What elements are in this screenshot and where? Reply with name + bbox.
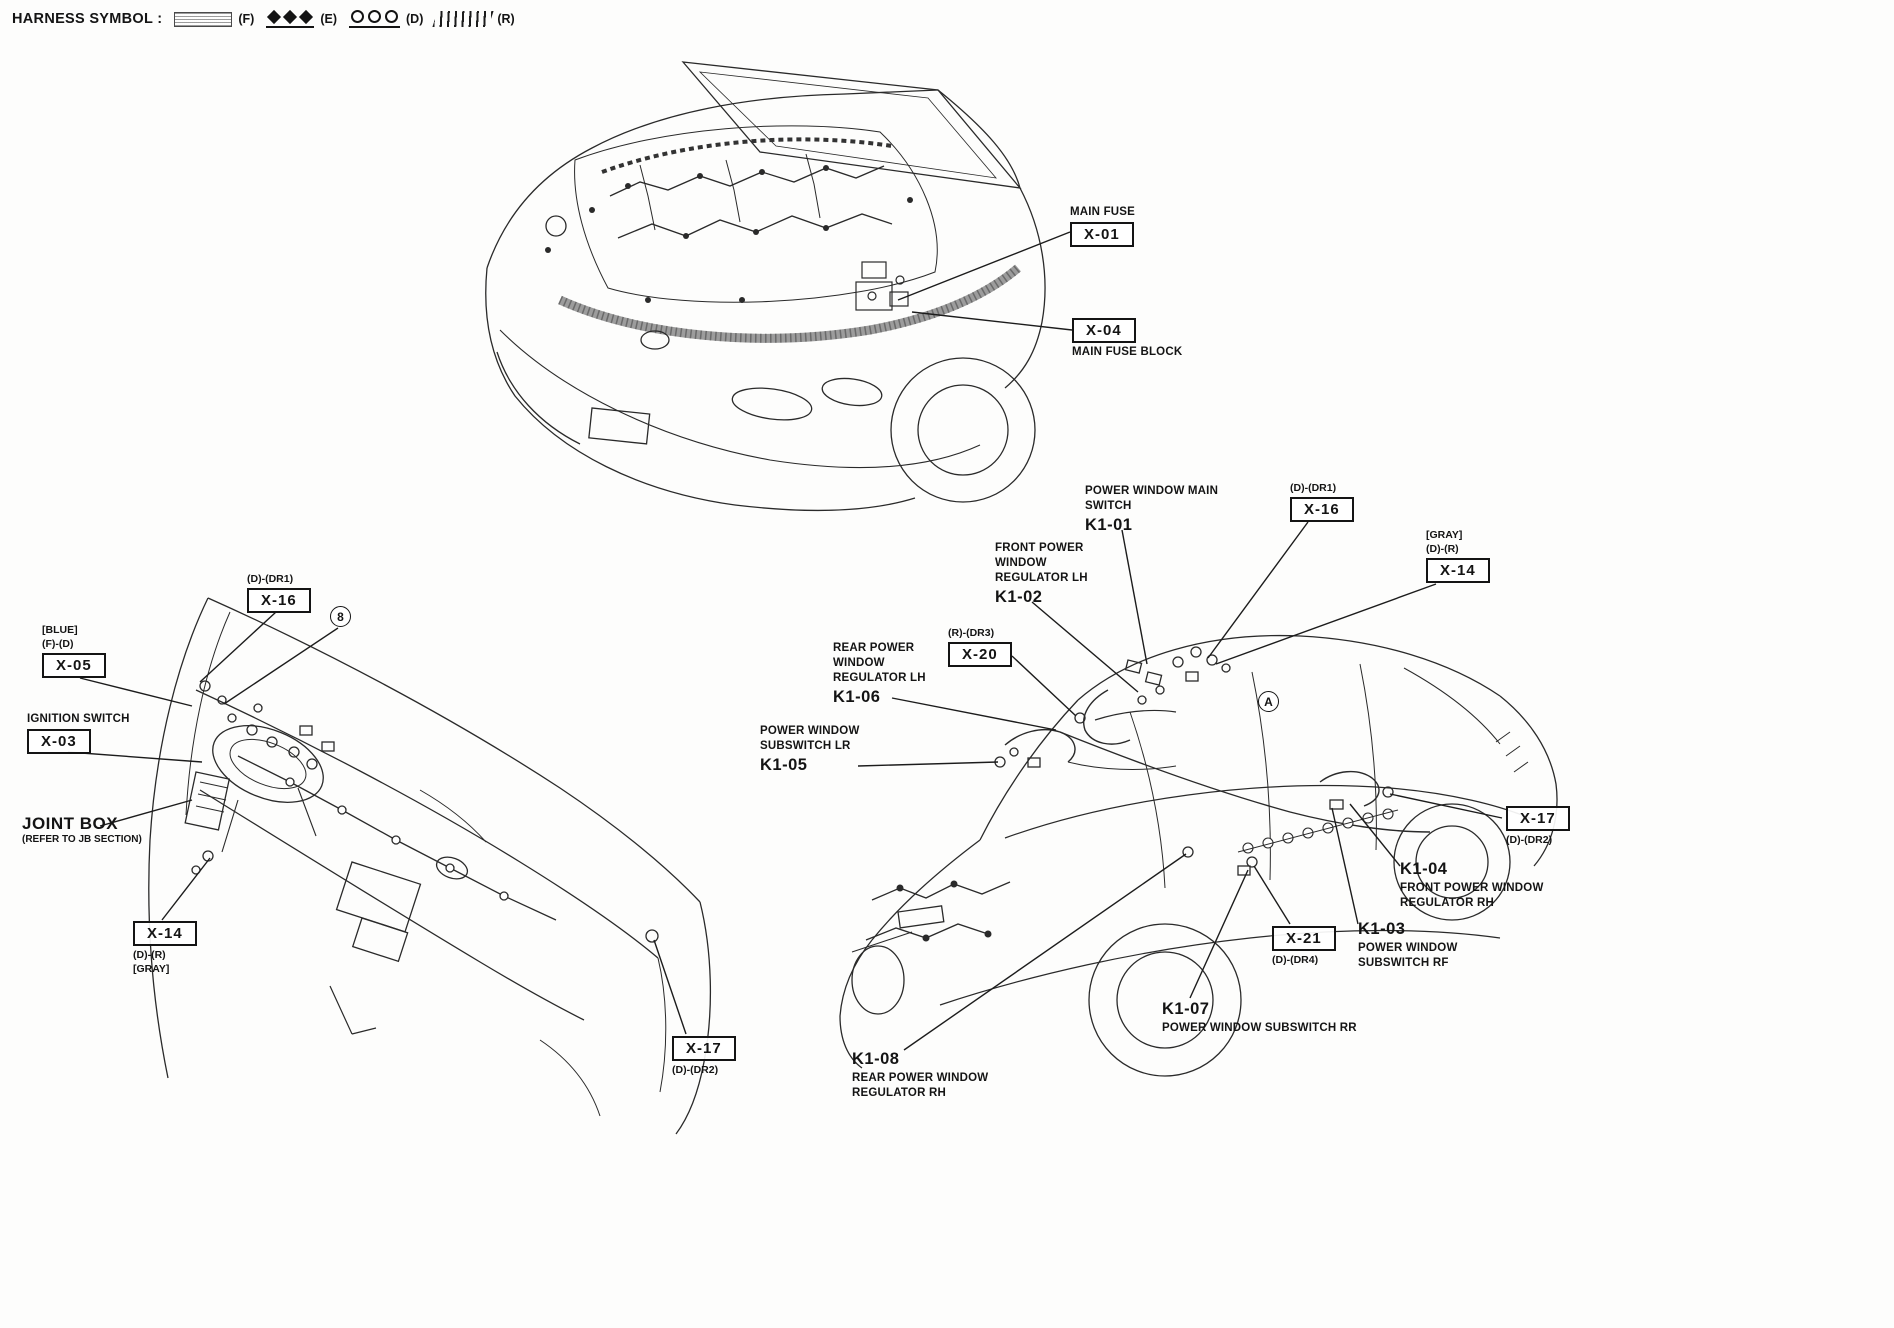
section-mark-circle: 8 xyxy=(330,606,351,627)
section-mark-circle-a: A xyxy=(1258,691,1279,712)
body-x14-note: [GRAY] (D)-(R) xyxy=(1426,529,1463,556)
harness-pattern-d-icon xyxy=(349,10,400,28)
callout-k1-02: FRONT POWER WINDOW REGULATOR LH K1-02 xyxy=(995,541,1088,609)
harness-pattern-f-icon xyxy=(174,11,233,27)
connector-code-x14-dash: X-14 xyxy=(133,921,197,946)
dash-x16-note: (D)-(DR1) xyxy=(247,573,294,585)
k1-07-caption: POWER WINDOW SUBSWITCH RR xyxy=(1162,1022,1357,1034)
legend-item-d: (D) xyxy=(349,10,423,28)
legend-label-r: (R) xyxy=(497,12,515,26)
callout-dash-x17: X-17 (D)-(DR2) xyxy=(672,1034,736,1077)
legend-title: HARNESS SYMBOL : xyxy=(12,11,163,27)
engine-bay-drawing xyxy=(485,61,1046,512)
k1-05-code: K1-05 xyxy=(760,755,808,774)
callout-k1-07: K1-07 POWER WINDOW SUBSWITCH RR xyxy=(1162,998,1357,1036)
k1-07-code: K1-07 xyxy=(1162,1000,1210,1018)
callout-joint-box: JOINT BOX (REFER TO JB SECTION) xyxy=(22,814,142,845)
callout-x05: [BLUE] (F)-(D) X-05 xyxy=(42,623,106,680)
k1-01-caption: POWER WINDOW MAIN SWITCH xyxy=(1085,485,1219,512)
x20-note: (R)-(DR3) xyxy=(948,627,995,639)
legend-item-f: (F) xyxy=(174,11,255,27)
callout-dash-x16: (D)-(DR1) X-16 xyxy=(247,572,311,615)
k1-02-caption: FRONT POWER WINDOW REGULATOR LH xyxy=(995,542,1088,584)
k1-08-caption: REAR POWER WINDOW REGULATOR RH xyxy=(852,1072,989,1099)
callout-dash-x14: X-14 (D)-(R) [GRAY] xyxy=(133,919,197,976)
connector-code-x14-body: X-14 xyxy=(1426,558,1490,584)
callout-main-fuse: MAIN FUSE X-01 xyxy=(1070,205,1135,249)
callout-k1-04: K1-04 FRONT POWER WINDOW REGULATOR RH xyxy=(1400,858,1544,911)
main-fuse-caption: MAIN FUSE xyxy=(1070,206,1136,218)
k1-06-code: K1-06 xyxy=(833,687,881,706)
dash-x17-note: (D)-(DR2) xyxy=(672,1064,719,1076)
joint-box-title: JOINT BOX xyxy=(22,814,119,833)
k1-03-code: K1-03 xyxy=(1358,920,1406,938)
callout-k1-05: POWER WINDOW SUBSWITCH LR K1-05 xyxy=(760,724,860,777)
callout-k1-03: K1-03 POWER WINDOW SUBSWITCH RF xyxy=(1358,918,1458,971)
dashboard-drawing xyxy=(148,597,712,1135)
callout-body-section-mark: A xyxy=(1258,691,1279,712)
k1-03-caption: POWER WINDOW SUBSWITCH RF xyxy=(1358,942,1458,969)
connector-code-x03: X-03 xyxy=(27,728,91,754)
legend-item-r: (R) xyxy=(432,11,515,27)
body-x17-note: (D)-(DR2) xyxy=(1506,834,1553,846)
joint-box-subtitle: (REFER TO JB SECTION) xyxy=(22,834,142,845)
k1-08-code: K1-08 xyxy=(852,1050,900,1068)
k1-02-code: K1-02 xyxy=(995,587,1043,606)
legend-label-e: (E) xyxy=(320,12,337,26)
body-x16-note: (D)-(DR1) xyxy=(1290,482,1337,494)
connector-code-x20: X-20 xyxy=(948,642,1012,668)
callout-k1-06: REAR POWER WINDOW REGULATOR LH K1-06 xyxy=(833,641,926,709)
leader-lines xyxy=(67,231,1503,1051)
connector-code-x16-dash: X-16 xyxy=(247,588,311,614)
callout-k1-01: POWER WINDOW MAIN SWITCH K1-01 xyxy=(1085,484,1218,537)
connector-code-x01: X-01 xyxy=(1070,221,1134,247)
harness-pattern-e-icon xyxy=(266,9,315,28)
k1-06-caption: REAR POWER WINDOW REGULATOR LH xyxy=(833,642,926,684)
callout-body-x14: [GRAY] (D)-(R) X-14 xyxy=(1426,528,1490,585)
car-body-drawing xyxy=(839,634,1558,1077)
callout-dash-section-mark: 8 xyxy=(330,606,351,627)
x21-note: (D)-(DR4) xyxy=(1272,954,1319,966)
connector-code-x16-body: X-16 xyxy=(1290,497,1354,523)
connector-code-x21: X-21 xyxy=(1272,926,1336,951)
k1-01-code: K1-01 xyxy=(1085,515,1133,534)
connector-code-x17-body: X-17 xyxy=(1506,806,1570,831)
ignition-switch-caption: IGNITION SWITCH xyxy=(27,713,130,725)
connector-code-x05: X-05 xyxy=(42,653,106,679)
k1-04-caption: FRONT POWER WINDOW REGULATOR RH xyxy=(1400,882,1544,909)
callout-body-x17: X-17 (D)-(DR2) xyxy=(1506,804,1570,847)
callout-main-fuse-block: X-04 MAIN FUSE BLOCK xyxy=(1072,316,1182,360)
connector-code-x04: X-04 xyxy=(1072,318,1136,343)
connector-code-x17-dash: X-17 xyxy=(672,1036,736,1061)
harness-pattern-r-icon xyxy=(432,11,494,27)
legend-item-e: (E) xyxy=(266,9,337,28)
legend-label-f: (F) xyxy=(238,12,255,26)
callout-x20: (R)-(DR3) X-20 xyxy=(948,626,1012,669)
legend-label-d: (D) xyxy=(406,12,424,26)
k1-04-code: K1-04 xyxy=(1400,860,1448,878)
callout-x21: X-21 (D)-(DR4) xyxy=(1272,924,1336,967)
main-fuse-block-caption: MAIN FUSE BLOCK xyxy=(1072,346,1183,358)
harness-symbol-legend: HARNESS SYMBOL : (F) (E) (D) (R) xyxy=(12,9,515,28)
x05-note: [BLUE] (F)-(D) xyxy=(42,624,78,651)
dash-x14-note: (D)-(R) [GRAY] xyxy=(133,949,170,976)
callout-ignition-switch: IGNITION SWITCH X-03 xyxy=(27,712,130,756)
callout-body-x16: (D)-(DR1) X-16 xyxy=(1290,481,1354,524)
k1-05-caption: POWER WINDOW SUBSWITCH LR xyxy=(760,725,860,752)
callout-k1-08: K1-08 REAR POWER WINDOW REGULATOR RH xyxy=(852,1048,988,1101)
